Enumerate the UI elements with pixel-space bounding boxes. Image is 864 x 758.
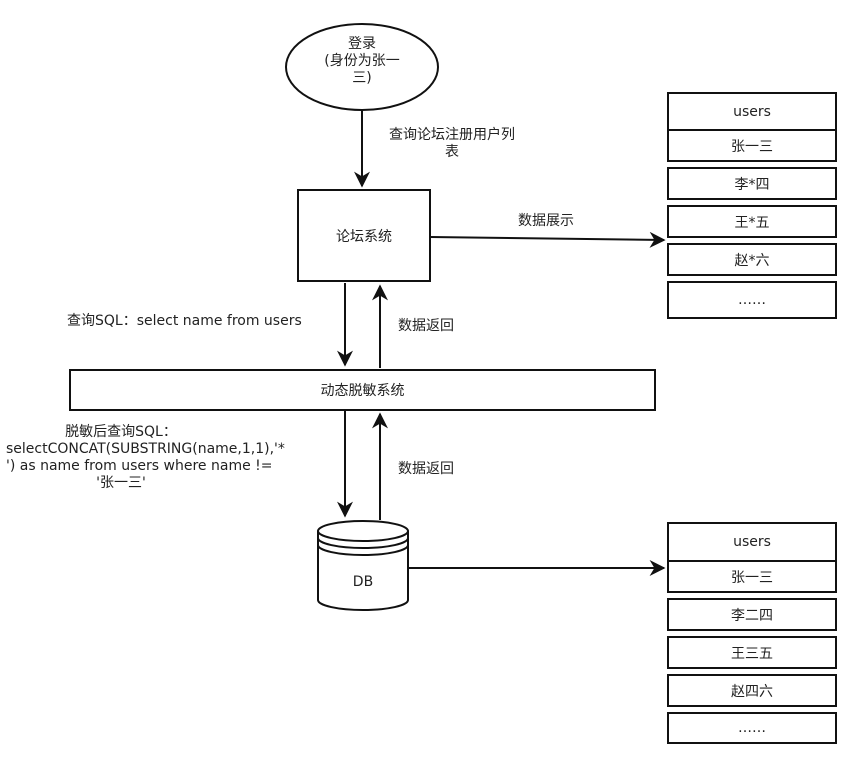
login-line-3: 三) (352, 70, 372, 86)
masking-system-label: 动态脱敏系统 (320, 383, 405, 399)
data-return-label-1: 数据返回 (398, 318, 454, 334)
masked-sql-line-4: '张一三' (96, 475, 146, 491)
query-list-line-1: 查询论坛注册用户列 (389, 127, 515, 143)
masked-table-row: 王*五 (667, 205, 837, 238)
db-cylinder (317, 520, 409, 611)
data-return-label-2: 数据返回 (398, 461, 454, 477)
raw-table-row: 王三五 (667, 636, 837, 669)
masked-table-header: users (667, 92, 837, 130)
login-line-1: 登录 (348, 36, 376, 52)
raw-users-table: users 张一三 李二四 王三五 赵四六 …… (667, 522, 837, 744)
masked-table-row: 张一三 (667, 130, 837, 162)
raw-table-header: users (667, 522, 837, 561)
query-sql-label: 查询SQL：select name from users (67, 313, 302, 329)
raw-table-row: …… (667, 712, 837, 744)
masked-table-row: 赵*六 (667, 243, 837, 276)
arrow-forum-to-table (429, 231, 666, 248)
query-list-label: 查询论坛注册用户列 表 (372, 127, 532, 161)
masked-table-row: 李*四 (667, 167, 837, 200)
login-label: 登录 (身份为张一 三) (300, 36, 424, 87)
raw-table-row: 赵四六 (667, 674, 837, 707)
masked-table-row: …… (667, 281, 837, 319)
masked-sql-line-2: selectCONCAT(SUBSTRING(name,1,1),'* (6, 441, 285, 457)
masked-users-table: users 张一三 李*四 王*五 赵*六 …… (667, 92, 837, 319)
login-line-2: (身份为张一 (324, 53, 400, 69)
masking-system-box: 动态脱敏系统 (69, 369, 656, 411)
query-list-line-2: 表 (445, 144, 459, 160)
raw-table-row: 李二四 (667, 598, 837, 631)
forum-system-label: 论坛系统 (336, 228, 392, 245)
db-label: DB (352, 574, 374, 590)
masked-sql-line-3: ') as name from users where name != (6, 458, 273, 474)
masked-sql-label: 脱敏后查询SQL： selectCONCAT(SUBSTRING(name,1,… (6, 424, 285, 492)
data-display-label: 数据展示 (518, 213, 574, 229)
masked-sql-line-1: 脱敏后查询SQL： (65, 424, 177, 440)
forum-system-box: 论坛系统 (297, 189, 431, 282)
raw-table-row: 张一三 (667, 561, 837, 593)
